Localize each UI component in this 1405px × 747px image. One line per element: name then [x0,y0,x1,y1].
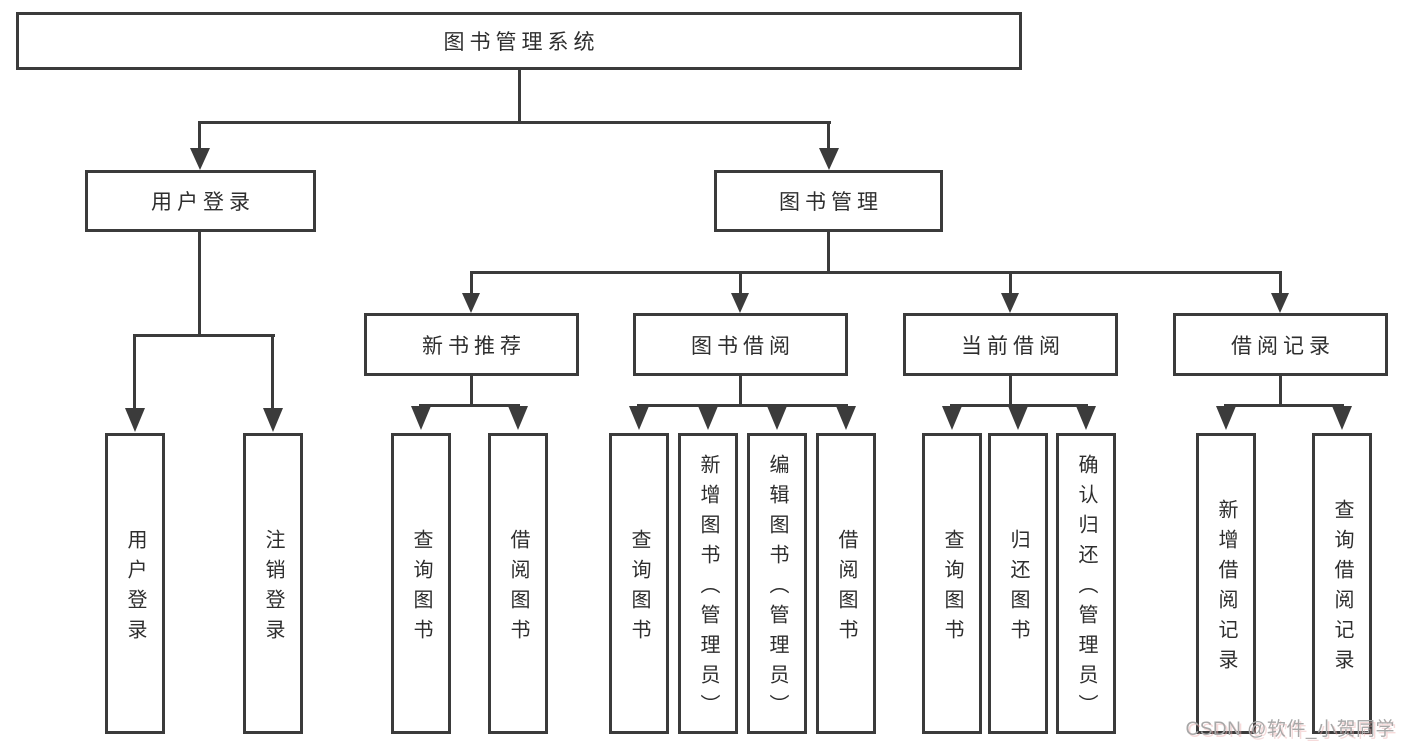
leaf-label: 确认归还（管理员） [1075,453,1097,724]
leaf-label: 新增图书（管理员） [697,453,719,724]
node-label: 用户登录 [151,191,255,214]
arrowhead-down-icon [1001,293,1019,313]
connector-line [419,404,520,407]
leaf-label: 查询图书 [628,528,650,649]
arrowhead-down-icon [190,148,210,170]
arrowhead-down-icon [819,148,839,170]
leaf-borrow-books: 借阅图书 [816,433,876,734]
connector-line [470,271,1282,274]
connector-line [1279,376,1282,407]
connector-line [198,121,201,151]
arrowhead-down-icon [629,406,649,430]
leaf-label: 归还图书 [1007,528,1029,649]
node-label: 当前借阅 [961,334,1065,358]
arrowhead-down-icon [942,406,962,430]
leaf-edit-book-admin: 编辑图书（管理员） [747,433,807,734]
arrowhead-down-icon [731,293,749,313]
leaf-label: 编辑图书（管理员） [766,453,788,724]
node-borrow-records: 借阅记录 [1173,313,1388,376]
arrowhead-down-icon [836,406,856,430]
leaf-label: 用户登录 [124,528,146,649]
leaf-label: 新增借阅记录 [1215,498,1237,679]
node-label: 新书推荐 [422,334,526,358]
node-label: 图书借阅 [691,334,795,358]
leaf-label: 注销登录 [262,528,284,649]
node-label: 图书管理 [779,191,883,214]
arrowhead-down-icon [411,406,431,430]
connector-line [827,232,830,274]
leaf-label: 借阅图书 [507,528,529,649]
arrowhead-down-icon [462,293,480,313]
leaf-label: 查询借阅记录 [1331,498,1353,679]
node-label: 图书管理系统 [443,31,600,54]
connector-line [1224,404,1344,407]
arrowhead-down-icon [1076,406,1096,430]
arrowhead-down-icon [1332,406,1352,430]
leaf-label: 借阅图书 [835,528,857,649]
connector-line [1279,271,1282,295]
connector-line [827,121,830,151]
leaf-return-book: 归还图书 [988,433,1048,734]
leaf-query-books-borrow: 查询图书 [609,433,669,734]
node-label: 借阅记录 [1231,334,1335,358]
leaf-logout: 注销登录 [243,433,303,734]
leaf-add-borrow-record: 新增借阅记录 [1196,433,1256,734]
connector-line [470,271,473,295]
leaf-borrow-books-recommend: 借阅图书 [488,433,548,734]
connector-line [470,376,473,407]
arrowhead-down-icon [508,406,528,430]
leaf-confirm-return-admin: 确认归还（管理员） [1056,433,1116,734]
connector-line [637,404,848,407]
leaf-query-borrow-record: 查询借阅记录 [1312,433,1372,734]
arrowhead-down-icon [263,408,283,432]
node-root: 图书管理系统 [16,12,1022,70]
connector-line [950,404,1088,407]
node-user-login: 用户登录 [85,170,316,232]
connector-line [198,232,201,337]
connector-line [133,334,136,410]
leaf-query-books-recommend: 查询图书 [391,433,451,734]
connector-line [739,376,742,407]
leaf-user-login: 用户登录 [105,433,165,734]
node-new-book-recommend: 新书推荐 [364,313,579,376]
node-book-management: 图书管理 [714,170,943,232]
connector-line [199,121,831,124]
node-current-borrow: 当前借阅 [903,313,1118,376]
leaf-add-book-admin: 新增图书（管理员） [678,433,738,734]
arrowhead-down-icon [1271,293,1289,313]
leaf-label: 查询图书 [941,528,963,649]
connector-line [518,70,521,124]
arrowhead-down-icon [125,408,145,432]
arrowhead-down-icon [1008,406,1028,430]
csdn-watermark: CSDN @软件_小贺同学 [1185,719,1395,740]
connector-line [133,334,275,337]
arrowhead-down-icon [1216,406,1236,430]
connector-line [1009,271,1012,295]
leaf-label: 查询图书 [410,528,432,649]
arrowhead-down-icon [767,406,787,430]
arrowhead-down-icon [698,406,718,430]
connector-line [271,334,274,410]
connector-line [739,271,742,295]
leaf-query-books-current: 查询图书 [922,433,982,734]
connector-line [1009,376,1012,407]
node-book-borrow: 图书借阅 [633,313,848,376]
